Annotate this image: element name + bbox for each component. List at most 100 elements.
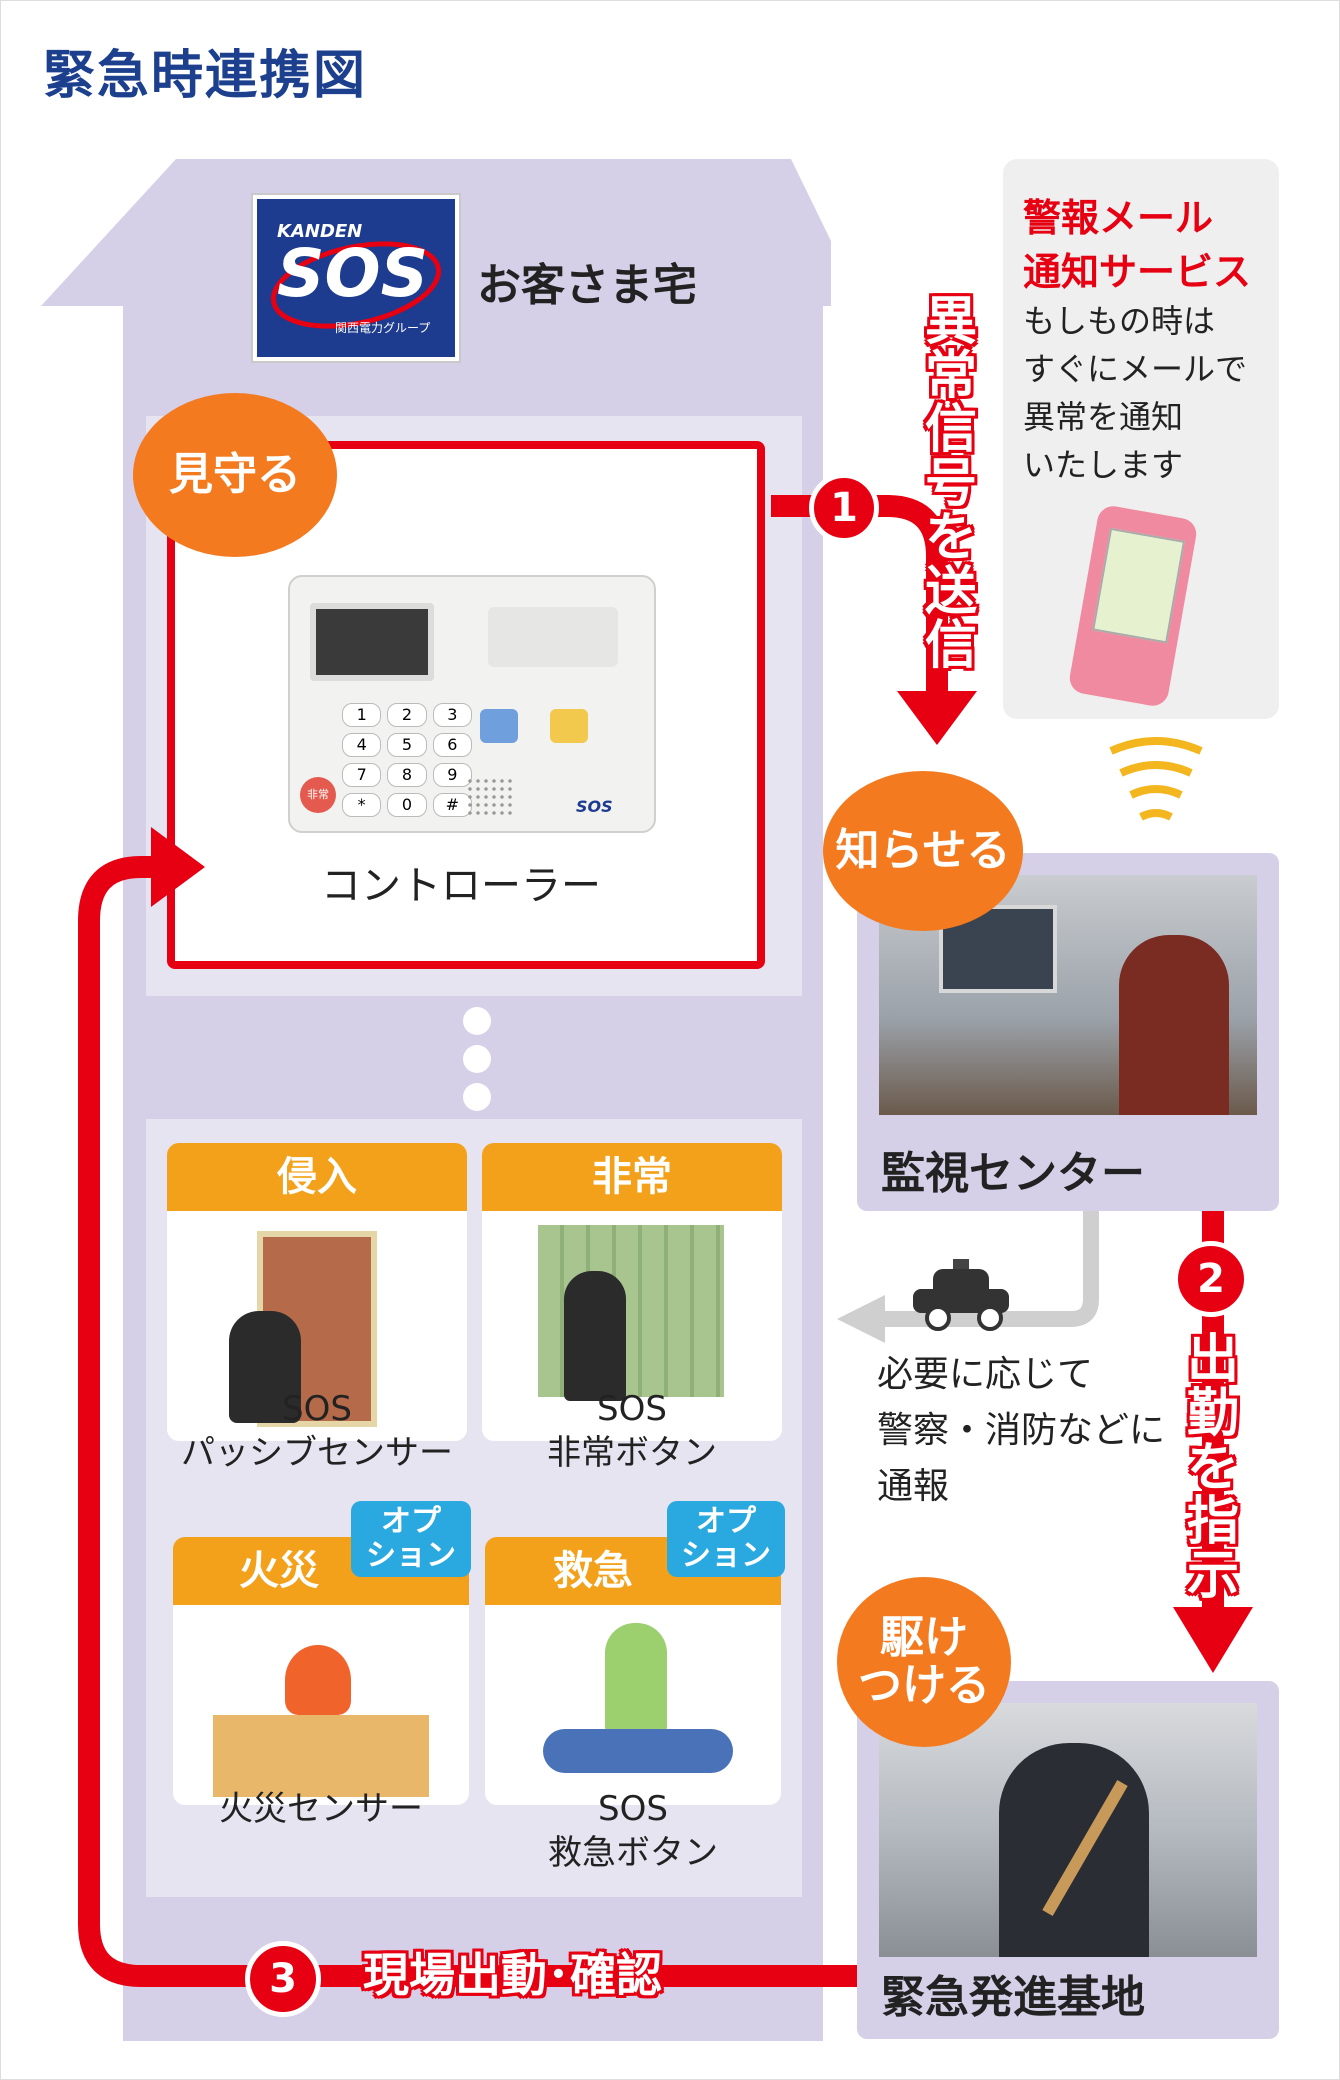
police-car-wheel	[977, 1305, 1003, 1331]
emergency-base-photo	[879, 1703, 1257, 1957]
option-line2: ション	[681, 1538, 771, 1573]
device-keypad: 1 2 3 4 5 6 7 8 9 * 0 #	[342, 703, 472, 817]
sensor-label-line1: SOS	[598, 1789, 668, 1829]
device-key: 4	[342, 733, 382, 757]
device-key: 5	[387, 733, 427, 757]
sensor-image	[482, 1211, 782, 1441]
mail-body-line: すぐにメールで	[1023, 350, 1248, 388]
step2-text: 出勤を指示	[1185, 1333, 1241, 1603]
sensor-label-line2: パッシブセンサー	[181, 1433, 453, 1473]
device-func-button-blue	[480, 709, 518, 743]
sensor-image	[167, 1211, 467, 1441]
dot	[463, 1045, 491, 1073]
mail-body-line: いたします	[1023, 446, 1184, 484]
emergency-base-label: 緊急発進基地	[881, 1972, 1145, 2023]
device-key: 9	[432, 763, 472, 787]
burglar-illustration	[229, 1311, 301, 1423]
house-label: お客さま宅	[477, 260, 697, 311]
mail-body: もしもの時は すぐにメールで 異常を通知 いたします	[1023, 297, 1247, 489]
sensor-label: SOS 非常ボタン	[482, 1387, 782, 1475]
step1-text-content: 異常信号を送信	[924, 292, 977, 676]
kitchen-illustration	[213, 1715, 429, 1797]
sensor-image	[173, 1605, 469, 1805]
sensor-label-line2: 非常ボタン	[547, 1433, 717, 1473]
logo-top-text: KANDEN	[277, 221, 363, 242]
mail-body-line: もしもの時は	[1023, 302, 1216, 340]
page-title: 緊急時連携図	[43, 46, 368, 106]
device-speaker	[466, 777, 512, 817]
phone-screen	[1092, 527, 1186, 644]
rush-badge-line2: つける	[858, 1660, 990, 1711]
sensor-label: SOS 救急ボタン	[485, 1787, 781, 1875]
step2-text-content: 出勤を指示	[1186, 1330, 1239, 1606]
device-small-logo: SOS	[576, 797, 613, 816]
step3-number: 3	[245, 1941, 321, 2017]
notify-badge: 知らせる	[823, 771, 1023, 931]
device-key: 1	[342, 703, 382, 727]
device-card-reader	[488, 607, 618, 667]
sensor-head: 侵入	[167, 1143, 467, 1211]
signal-icon	[1109, 737, 1203, 821]
police-car-icon	[913, 1259, 1009, 1331]
rush-badge-line1: 駆け	[880, 1611, 968, 1663]
police-note-line: 警察・消防などに	[877, 1410, 1166, 1451]
sensor-label-line1: SOS	[282, 1389, 352, 1429]
sensor-label: SOS パッシブセンサー	[167, 1387, 467, 1475]
controller-label: コントローラー	[321, 863, 601, 909]
patient-illustration	[543, 1729, 733, 1773]
police-note-line: 通報	[877, 1466, 950, 1507]
logo-main-text: SOS	[277, 235, 429, 312]
option-line1: オプ	[381, 1504, 441, 1539]
rescuer-illustration	[605, 1623, 667, 1733]
sensor-label-line2: 救急ボタン	[548, 1833, 718, 1873]
dot	[463, 1007, 491, 1035]
sensor-card: 侵入	[167, 1143, 467, 1441]
device-key: 0	[387, 793, 427, 817]
device-key: 8	[387, 763, 427, 787]
police-note-line: 必要に応じて	[877, 1354, 1094, 1395]
option-line2: ション	[366, 1538, 456, 1573]
device-key: 6	[432, 733, 472, 757]
intruder-illustration	[564, 1271, 626, 1401]
sensor-label-line1: SOS	[597, 1389, 667, 1429]
logo-swoosh-icon	[270, 241, 442, 329]
police-note: 必要に応じて 警察・消防などに 通報	[877, 1347, 1165, 1515]
device-key: 3	[432, 703, 472, 727]
mail-body-line: 異常を通知	[1023, 398, 1184, 436]
kanden-sos-logo: KANDEN SOS 関西電力グループ	[253, 195, 459, 361]
step3-text: 現場出動･確認	[363, 1948, 662, 2002]
option-badge: オプ ション	[667, 1501, 785, 1577]
device-key: 2	[387, 703, 427, 727]
device-func-button-yellow	[550, 709, 588, 743]
sensor-head: 非常	[482, 1143, 782, 1211]
device-key: 7	[342, 763, 382, 787]
watch-badge: 見守る	[133, 393, 337, 557]
police-car-light	[953, 1259, 969, 1269]
sensor-image	[485, 1605, 781, 1805]
police-car-roof	[933, 1269, 989, 1291]
controller-device: 1 2 3 4 5 6 7 8 9 * 0 # 非常 SOS	[288, 575, 656, 833]
sensor-label-line1: 火災センサー	[219, 1789, 423, 1829]
device-red-button: 非常	[300, 777, 336, 813]
monitoring-center-label: 監視センター	[881, 1148, 1145, 1199]
option-badge: オプ ション	[351, 1501, 471, 1577]
mail-title-line1: 警報メール	[1023, 196, 1214, 240]
step1-number: 1	[809, 473, 879, 543]
rush-badge: 駆け つける	[837, 1577, 1011, 1747]
mail-title-line2: 通知サービス	[1023, 250, 1252, 294]
logo-sub-text: 関西電力グループ	[335, 321, 431, 335]
device-func-buttons	[480, 709, 630, 749]
sensor-label: 火災センサー	[173, 1787, 469, 1831]
step1-text: 異常信号を送信	[923, 295, 979, 673]
police-car-wheel	[925, 1305, 951, 1331]
operator-illustration	[1119, 935, 1229, 1115]
device-key: *	[342, 793, 382, 817]
step2-number: 2	[1173, 1241, 1249, 1317]
sensor-head-text: 火災	[239, 1548, 319, 1594]
guard-illustration	[999, 1743, 1149, 1957]
sensor-card: 非常	[482, 1143, 782, 1441]
device-screen	[310, 603, 434, 681]
sensor-head-text: 救急	[553, 1548, 633, 1594]
